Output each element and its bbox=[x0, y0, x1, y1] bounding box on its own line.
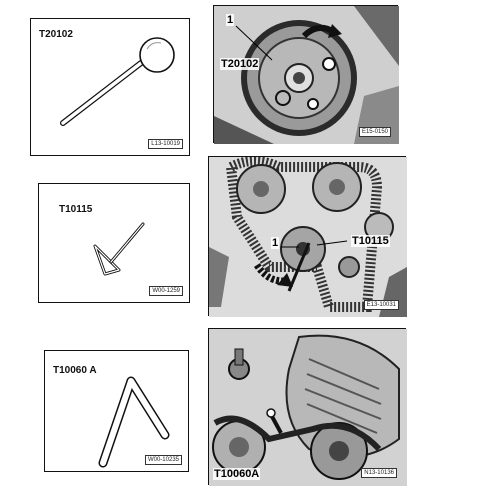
timing-belt-photo bbox=[209, 157, 407, 317]
callout-tool-label: T20102 bbox=[220, 58, 260, 70]
tool-label: T10115 bbox=[59, 204, 93, 215]
camshaft-sprocket-photo bbox=[214, 6, 399, 144]
callout-number: 1 bbox=[226, 14, 235, 26]
tool-label: T10060 A bbox=[53, 365, 97, 376]
callout-tool-label: T10115 bbox=[351, 235, 390, 247]
figure-reference: N13-10136 bbox=[361, 468, 397, 478]
locking-pin-illustration bbox=[93, 222, 145, 276]
alignment-pin-illustration bbox=[60, 37, 175, 126]
figure-reference: L13-10019 bbox=[148, 139, 183, 149]
figure-reference: W00-10235 bbox=[144, 455, 182, 465]
figure-reference: E13-10031 bbox=[363, 300, 399, 310]
figure-reference: W00-1259 bbox=[149, 286, 183, 296]
tool-panel-t10115: T10115 W00-1259 bbox=[38, 183, 190, 303]
tool-panel-t10060a: T10060 A W00-10235 bbox=[44, 350, 189, 472]
photo-panel-camshaft-sprocket: 1 T20102 E15-0150 bbox=[213, 5, 399, 144]
figure-reference: E15-0150 bbox=[358, 127, 391, 137]
photo-panel-alternator-belt: T10060A N13-10136 bbox=[208, 328, 407, 486]
callout-number: 1 bbox=[271, 237, 280, 249]
sprocket-gear bbox=[241, 20, 357, 136]
tool-panel-t20102: T20102 L13-10019 bbox=[30, 18, 190, 156]
tool-label: T20102 bbox=[39, 29, 73, 40]
photo-panel-timing-belt: 1 T10115 E13-10031 bbox=[208, 156, 407, 317]
callout-tool-label: T10060A bbox=[213, 468, 261, 480]
alternator-belt-photo bbox=[209, 329, 407, 486]
angled-pin-illustration bbox=[98, 376, 170, 468]
